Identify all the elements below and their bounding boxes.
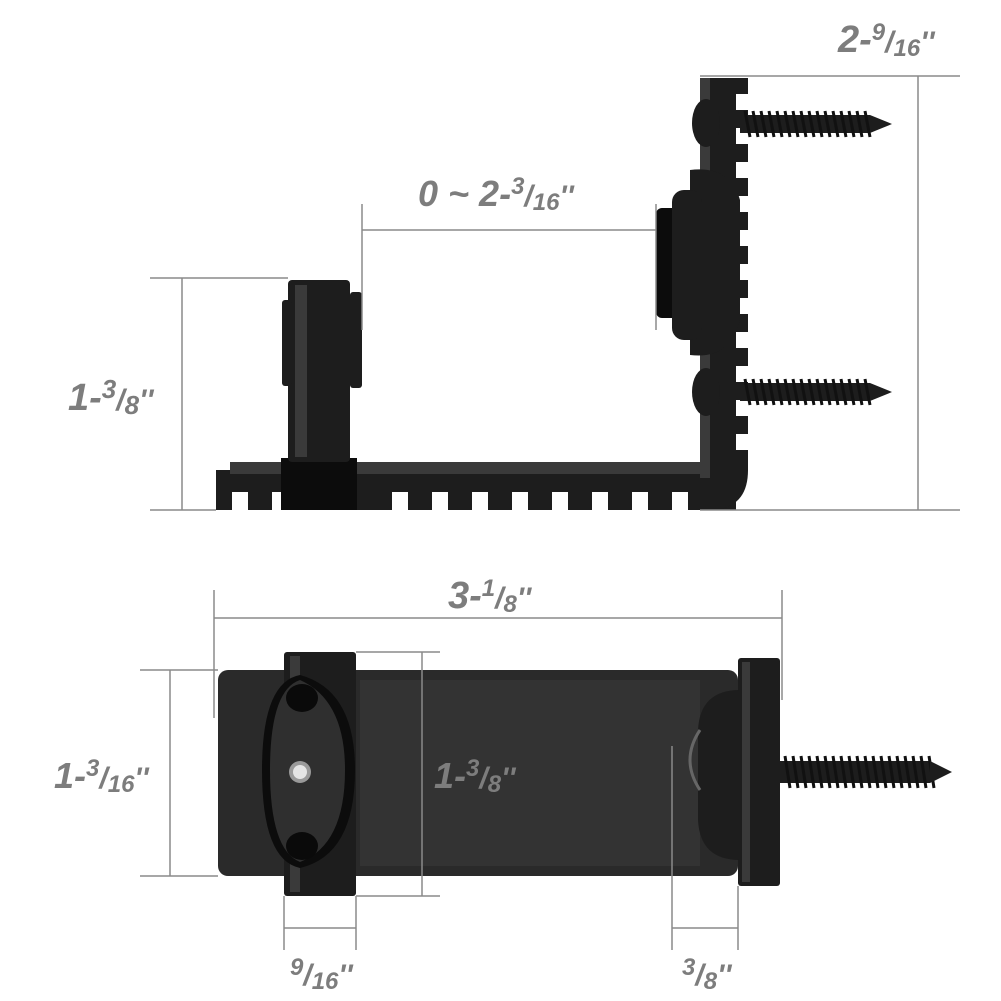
screw-thread — [791, 378, 800, 406]
screw-thread — [815, 110, 824, 138]
screw-thread — [815, 755, 824, 789]
top-view — [218, 652, 952, 896]
screw-thread — [831, 110, 840, 138]
side-view — [216, 78, 892, 510]
screw-thread — [839, 110, 848, 138]
screw-thread — [783, 110, 792, 138]
screw-thread — [783, 378, 792, 406]
screw-thread — [855, 378, 864, 406]
dim-line-total-height — [700, 75, 960, 511]
screw-thread — [831, 378, 840, 406]
screw-thread — [807, 378, 816, 406]
label-post-height: 1-3/8'' — [68, 374, 154, 420]
label-gap: 0 ~ 2-3/16'' — [418, 173, 575, 216]
screw-thread — [815, 378, 824, 406]
screw-thread — [775, 110, 784, 138]
screw-thread — [855, 110, 864, 138]
screw-thread — [863, 110, 872, 138]
screw-thread — [903, 755, 912, 789]
screw-thread — [871, 755, 880, 789]
screw-thread — [767, 378, 776, 406]
label-bracket-thickness: 9/16'' — [290, 954, 354, 995]
label-total-height: 2-9/16'' — [837, 19, 935, 62]
screw-thread — [791, 755, 800, 789]
screw-thread — [791, 110, 800, 138]
top-screw — [780, 755, 952, 789]
base-rib-notch — [552, 492, 568, 510]
screw-thread — [879, 755, 888, 789]
screw-thread — [743, 378, 752, 406]
side-bumper — [656, 169, 740, 356]
screw-thread — [839, 378, 848, 406]
screw-thread — [783, 755, 792, 789]
screw-thread — [759, 378, 768, 406]
screw-thread — [799, 755, 808, 789]
screw-thread — [831, 755, 840, 789]
screw-thread — [911, 755, 920, 789]
dim-line-bracket-height — [356, 651, 440, 897]
screw-thread — [751, 110, 760, 138]
base-rib-notch — [472, 492, 488, 510]
screw-thread — [887, 755, 896, 789]
dim-line-post-height — [150, 277, 288, 511]
dim-line-top-length — [213, 590, 783, 718]
top-wing-knob — [262, 675, 355, 868]
base-rib-notch — [432, 492, 448, 510]
screw-thread — [759, 110, 768, 138]
label-end-plate-thickness: 3/8'' — [682, 954, 732, 995]
screw-thread — [855, 755, 864, 789]
screw-thread — [751, 378, 760, 406]
dim-line-top-width — [140, 669, 218, 877]
wall-rib-notch — [736, 94, 748, 110]
screw-thread — [895, 755, 904, 789]
wall-rib-notch — [736, 434, 748, 450]
side-screw-bottom — [692, 368, 892, 416]
base-rib-notch — [512, 492, 528, 510]
label-top-length: 3-1/8'' — [448, 575, 532, 618]
screw-thread — [767, 110, 776, 138]
screw-thread — [863, 755, 872, 789]
top-bumper — [688, 690, 740, 860]
base-rib-notch — [392, 492, 408, 510]
base-rib-notch — [672, 492, 688, 510]
base-rib-notch — [232, 492, 248, 510]
screw-thread — [823, 755, 832, 789]
dim-line-end-plate-thickness — [671, 746, 739, 950]
screw-thread — [775, 378, 784, 406]
label-bracket-height: 1-3/8'' — [434, 755, 516, 798]
wall-rib-notch — [736, 332, 748, 348]
base-rib-notch — [632, 492, 648, 510]
screw-thread — [919, 755, 928, 789]
screw-thread — [847, 378, 856, 406]
top-end-plate — [738, 658, 780, 886]
screw-thread — [799, 378, 808, 406]
wall-rib-notch — [736, 366, 748, 382]
wall-rib-notch — [736, 162, 748, 178]
screw-thread — [807, 755, 816, 789]
screw-thread — [863, 378, 872, 406]
dim-line-bracket-thickness — [283, 896, 357, 950]
screw-thread — [807, 110, 816, 138]
screw-thread — [743, 110, 752, 138]
screw-thread — [823, 110, 832, 138]
base-rib-notch — [592, 492, 608, 510]
screw-thread — [839, 755, 848, 789]
wall-rib-notch — [736, 400, 748, 416]
screw-thread — [823, 378, 832, 406]
screw-thread — [799, 110, 808, 138]
label-top-width: 1-3/16'' — [54, 755, 150, 798]
screw-thread — [847, 755, 856, 789]
dim-line-gap — [361, 204, 657, 330]
side-guide-post — [281, 280, 362, 510]
screw-thread — [847, 110, 856, 138]
side-screw-top — [692, 99, 892, 147]
